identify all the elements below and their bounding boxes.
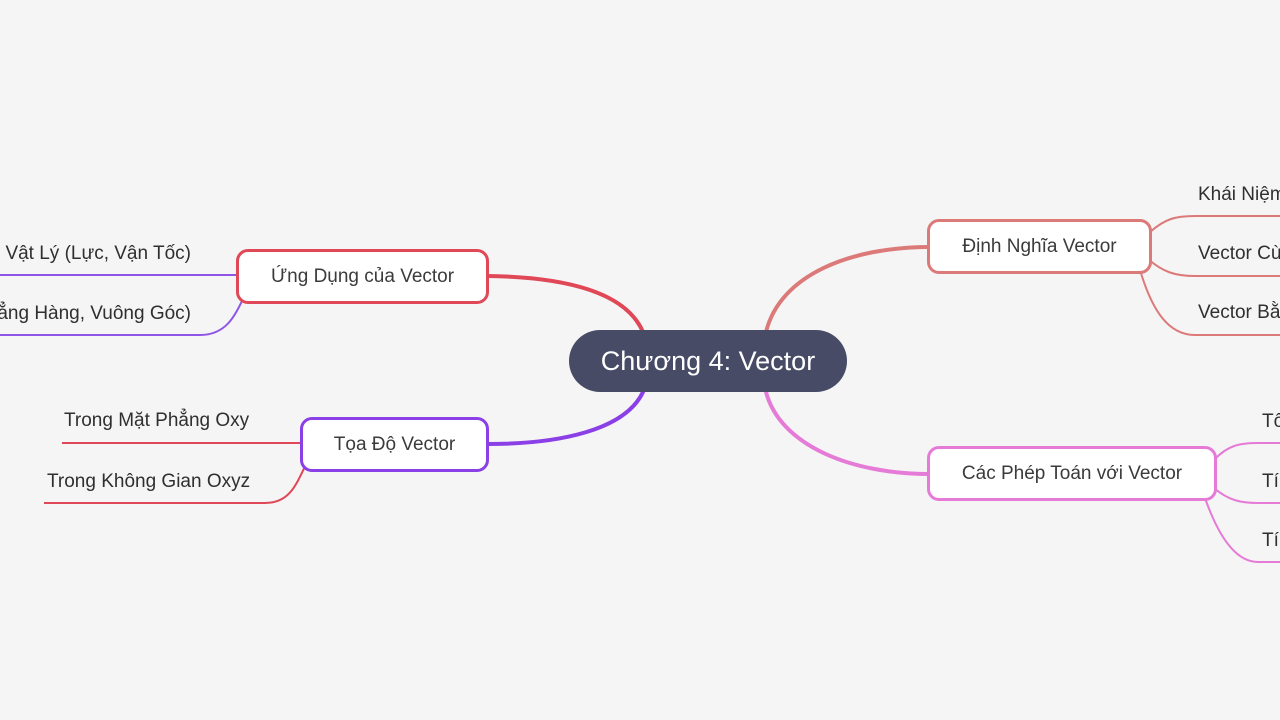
link-definition-child-3 bbox=[1139, 269, 1280, 336]
link-operations-child-2 bbox=[1213, 487, 1280, 504]
branch-label-definition: Định Nghĩa Vector bbox=[962, 235, 1117, 257]
root-node[interactable]: Chương 4: Vector bbox=[569, 330, 847, 392]
leaf-definition-2[interactable]: Vector Cù bbox=[1198, 243, 1280, 264]
link-operations-child-3 bbox=[1204, 497, 1280, 563]
leaf-definition-3[interactable]: Vector Bằ bbox=[1198, 302, 1280, 323]
link-operations-child-1 bbox=[1213, 442, 1280, 461]
branch-node-definition[interactable]: Định Nghĩa Vector bbox=[927, 219, 1152, 274]
branch-label-operations: Các Phép Toán với Vector bbox=[961, 462, 1183, 484]
leaf-coordinates-2[interactable]: Trong Không Gian Oxyz bbox=[47, 471, 251, 492]
link-root-applications bbox=[486, 274, 645, 334]
leaf-operations-2[interactable]: Tí bbox=[1262, 471, 1279, 492]
leaf-definition-1[interactable]: Khái Niệm bbox=[1198, 184, 1280, 205]
link-definition-child-1 bbox=[1149, 215, 1280, 233]
link-root-coordinates bbox=[486, 390, 645, 446]
leaf-operations-1[interactable]: Tô bbox=[1262, 411, 1280, 432]
branch-node-operations[interactable]: Các Phép Toán với Vector bbox=[927, 446, 1217, 501]
link-root-definition bbox=[764, 245, 932, 334]
branch-label-coordinates: Tọa Độ Vector bbox=[333, 433, 456, 455]
branch-node-applications[interactable]: Ứng Dụng của Vector bbox=[236, 249, 489, 304]
leaf-operations-3[interactable]: Tí bbox=[1262, 530, 1279, 551]
branch-label-applications: Ứng Dụng của Vector bbox=[270, 265, 455, 287]
leaf-applications-2[interactable]: ẳng Hàng, Vuông Góc) bbox=[0, 303, 191, 324]
branch-node-coordinates[interactable]: Tọa Độ Vector bbox=[300, 417, 489, 472]
link-definition-child-2 bbox=[1147, 258, 1280, 277]
root-label: Chương 4: Vector bbox=[600, 345, 816, 376]
leaf-applications-1[interactable]: g Vật Lý (Lực, Vận Tốc) bbox=[0, 243, 191, 264]
link-root-operations bbox=[764, 390, 932, 476]
leaf-coordinates-1[interactable]: Trong Mặt Phẳng Oxy bbox=[64, 410, 250, 431]
